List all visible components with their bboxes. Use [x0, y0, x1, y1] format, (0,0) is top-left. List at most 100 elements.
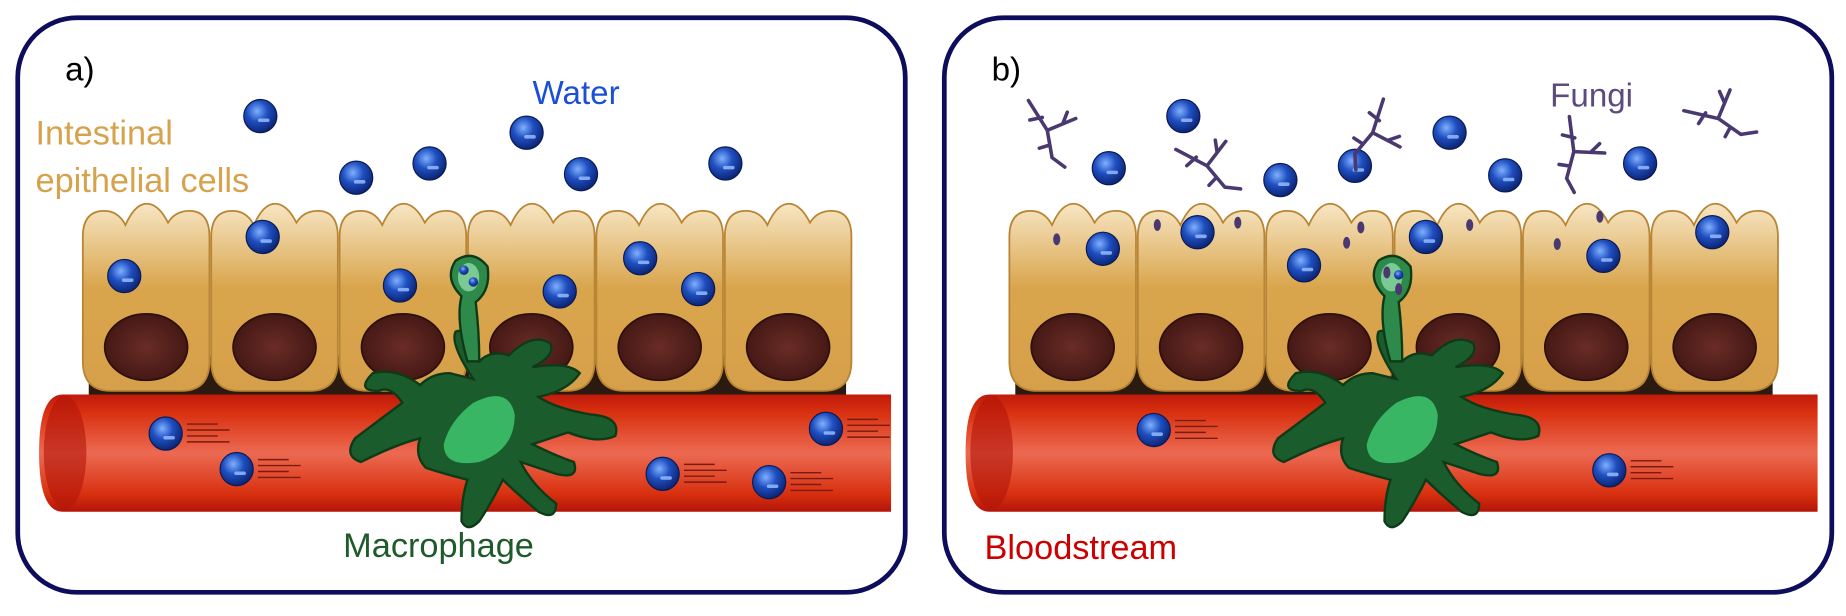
macrophage [349, 254, 618, 529]
water-droplet [542, 274, 577, 309]
droplet-body [412, 146, 447, 181]
water-droplet [1622, 146, 1658, 181]
droplet-highlight [427, 165, 439, 170]
droplet-highlight [1195, 234, 1207, 239]
droplet-highlight [557, 293, 569, 298]
vessel-opening [970, 395, 1013, 510]
epithelial-cell [1008, 202, 1137, 392]
epithelial-cell [1136, 202, 1266, 392]
droplet-body [219, 451, 254, 487]
vessel-opening [43, 395, 87, 510]
cell-nucleus [1158, 313, 1244, 382]
fungi-hypha [1352, 97, 1402, 172]
water-label: Water [533, 75, 620, 112]
fungi-spore [1343, 236, 1351, 249]
droplet-highlight [1106, 170, 1119, 175]
panel-label-b: b) [992, 52, 1021, 89]
fungi-hypha [1557, 114, 1607, 195]
macrophage [1272, 254, 1541, 529]
epithelial-cell [81, 202, 211, 392]
droplet-body [1488, 158, 1523, 193]
macrophage-nucleus [443, 396, 515, 464]
water-droplet [148, 416, 230, 451]
engulfed-fungi [1395, 283, 1403, 295]
droplet-body [382, 268, 418, 303]
macrophage-label: Macrophage [343, 527, 534, 565]
droplet-body [1136, 412, 1171, 448]
water-droplet [623, 241, 658, 276]
droplet-body [107, 258, 142, 294]
droplet-highlight [257, 118, 270, 123]
droplet-body [681, 271, 716, 307]
droplet-highlight [1100, 251, 1113, 255]
droplet-highlight [660, 476, 672, 480]
droplet-highlight [823, 431, 836, 435]
droplet-highlight [260, 239, 272, 243]
water-droplet [1085, 231, 1121, 266]
droplet-highlight [695, 291, 708, 295]
droplet-highlight [1151, 432, 1163, 436]
intestinal-cells-label-line2: epithelial cells [35, 162, 249, 200]
epithelial-cell [1265, 202, 1394, 392]
droplet-body [708, 146, 743, 181]
water-droplet [245, 219, 280, 255]
cell-nucleus [1672, 313, 1757, 382]
cell-nucleus [1543, 313, 1629, 382]
droplet-body [1592, 453, 1627, 488]
droplet-body [339, 160, 374, 195]
water-droplet [107, 258, 142, 294]
water-droplet [382, 268, 418, 303]
droplet-highlight [1180, 118, 1193, 123]
droplet-highlight [578, 176, 591, 181]
droplet-body [752, 464, 787, 500]
droplet-body [1085, 231, 1121, 266]
water-droplet [1286, 248, 1322, 283]
fungi-hypha [1174, 138, 1243, 191]
droplet-highlight [637, 260, 650, 265]
droplet-body [645, 456, 680, 492]
droplet-body [808, 411, 844, 447]
droplet-body [509, 115, 544, 150]
water-droplet [1432, 115, 1467, 150]
macrophage-nucleus [1366, 396, 1438, 464]
epithelial-cell [1650, 202, 1779, 392]
water-droplet [645, 456, 727, 492]
fungi-spore [1553, 238, 1561, 250]
water-droplet [1180, 215, 1215, 250]
cell-nucleus [745, 313, 831, 382]
engulfed-water [468, 277, 479, 287]
droplet-highlight [353, 180, 366, 184]
engulfed-water [459, 265, 469, 275]
droplet-highlight [1423, 239, 1436, 243]
fungi-hypha [1026, 98, 1078, 169]
droplet-body [1622, 146, 1658, 181]
droplet-highlight [1601, 258, 1613, 262]
water-droplet [1091, 151, 1126, 186]
droplet-highlight [766, 484, 779, 489]
droplet-body [1586, 238, 1621, 274]
droplet-highlight [234, 471, 246, 476]
droplet-body [563, 156, 599, 192]
droplet-body [1432, 115, 1467, 150]
droplet-highlight [1447, 135, 1459, 139]
water-droplet [808, 411, 890, 447]
water-droplet [1586, 238, 1621, 274]
droplet-body [1180, 215, 1215, 250]
water-droplet [563, 156, 599, 192]
intestinal-cells-label-line1: Intestinal [35, 115, 172, 153]
epithelial-cell [210, 202, 339, 392]
cell-nucleus [232, 313, 317, 382]
fungi-spore [1153, 219, 1161, 231]
droplet-highlight [1301, 267, 1314, 272]
droplet-body [1091, 151, 1126, 186]
epithelial-cell [723, 202, 853, 392]
fungi-spore [1357, 221, 1365, 234]
engulfed-fungi [1383, 266, 1391, 279]
fungi-spore [1596, 210, 1604, 223]
droplet-body [1408, 219, 1444, 255]
water-droplet [509, 115, 544, 150]
droplet-body [623, 241, 658, 276]
fungi-label: Fungi [1550, 78, 1633, 115]
droplet-highlight [524, 135, 536, 139]
